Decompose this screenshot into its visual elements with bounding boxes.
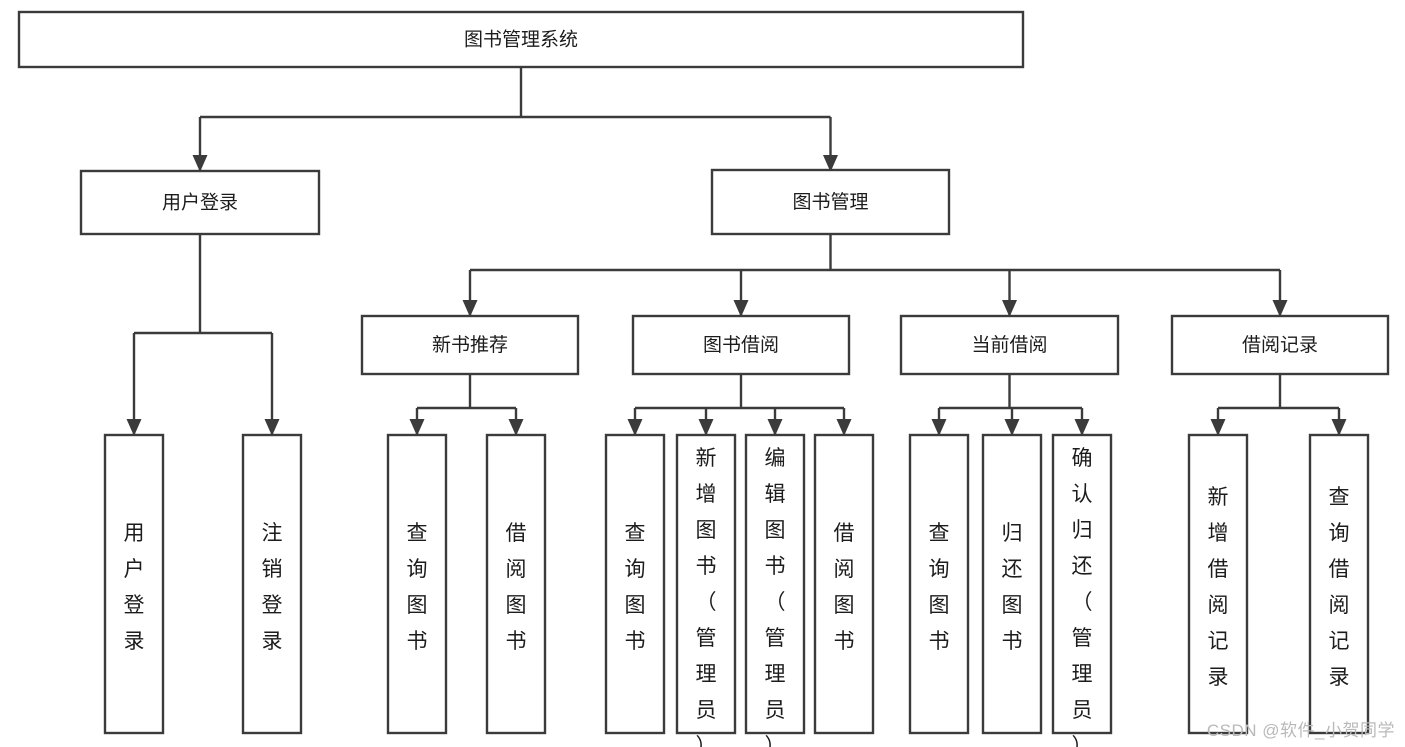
level2-node-0-label: 新书推荐 [432, 334, 508, 356]
level2-node-3[interactable]: 借阅记录 [1170, 314, 1390, 376]
level2-node-2-label: 当前借阅 [971, 334, 1047, 356]
leaf-node-8-box[interactable] [908, 433, 970, 735]
leaf-node-11-box[interactable] [1187, 433, 1249, 735]
leaf-node-6[interactable]: 编辑图书（管理员） [744, 433, 806, 747]
leaf-node-4[interactable]: 查询图书 [604, 433, 666, 735]
leaf-node-2[interactable]: 查询图书 [386, 433, 448, 735]
level2-node-2[interactable]: 当前借阅 [899, 314, 1120, 376]
leaf-node-1[interactable]: 注销登录 [241, 433, 303, 735]
leaf-node-10[interactable]: 确认归还（管理员） [1051, 433, 1113, 747]
level1-node-0-box[interactable] [79, 169, 321, 236]
level1-node-1-label: 图书管理 [792, 191, 868, 213]
leaf-node-3-label: 借阅图书 [506, 522, 527, 653]
leaf-node-4-label: 查询图书 [625, 522, 646, 653]
leaf-node-11-label: 新增借阅记录 [1208, 486, 1229, 689]
level2-node-0-box[interactable] [360, 314, 580, 376]
leaf-node-3-box[interactable] [485, 433, 547, 735]
root-node-book-management-system[interactable]: 图书管理系统 [17, 10, 1025, 69]
leaf-node-6-box[interactable] [744, 433, 806, 735]
leaf-node-9-label: 归还图书 [1002, 522, 1023, 653]
leaf-node-8[interactable]: 查询图书 [908, 433, 970, 735]
leaf-node-3[interactable]: 借阅图书 [485, 433, 547, 735]
root-node-book-management-system-label: 图书管理系统 [464, 29, 578, 51]
leaf-node-12-box[interactable] [1308, 433, 1370, 735]
leaf-node-2-label: 查询图书 [407, 522, 428, 653]
level2-node-1-box[interactable] [631, 314, 851, 376]
level2-node-3-box[interactable] [1170, 314, 1390, 376]
leaf-node-6-label: 编辑图书（管理员） [765, 447, 786, 747]
level2-node-0[interactable]: 新书推荐 [360, 314, 580, 376]
leaf-node-7[interactable]: 借阅图书 [813, 433, 875, 735]
leaf-node-1-label: 注销登录 [262, 522, 283, 653]
leaf-node-4-box[interactable] [604, 433, 666, 735]
connector-layer [126, 67, 1347, 436]
leaf-node-10-label: 确认归还（管理员） [1072, 447, 1093, 747]
leaf-node-2-box[interactable] [386, 433, 448, 735]
leaf-node-0-label: 用户登录 [124, 522, 145, 653]
leaf-node-1-box[interactable] [241, 433, 303, 735]
level1-node-0[interactable]: 用户登录 [79, 169, 321, 236]
level2-node-1-label: 图书借阅 [703, 334, 779, 356]
leaf-node-7-label: 借阅图书 [834, 522, 855, 653]
leaf-node-0-box[interactable] [103, 433, 165, 735]
leaf-node-5-box[interactable] [675, 433, 737, 735]
leaf-node-9[interactable]: 归还图书 [981, 433, 1043, 735]
level2-node-3-label: 借阅记录 [1242, 334, 1318, 356]
root-node-book-management-system-box[interactable] [17, 10, 1025, 69]
level1-node-1-box[interactable] [710, 168, 951, 236]
leaf-node-0[interactable]: 用户登录 [103, 433, 165, 735]
leaf-node-10-box[interactable] [1051, 433, 1113, 735]
leaf-node-12[interactable]: 查询借阅记录 [1308, 433, 1370, 735]
level1-node-0-label: 用户登录 [162, 192, 238, 214]
leaf-node-11[interactable]: 新增借阅记录 [1187, 433, 1249, 735]
leaf-node-9-box[interactable] [981, 433, 1043, 735]
level1-node-1[interactable]: 图书管理 [710, 168, 951, 236]
leaf-node-8-label: 查询图书 [929, 522, 950, 653]
level2-node-2-box[interactable] [899, 314, 1120, 376]
leaf-node-5-label: 新增图书（管理员） [696, 447, 717, 747]
node-layer: 图书管理系统用户登录图书管理新书推荐图书借阅当前借阅借阅记录用户登录注销登录查询… [17, 10, 1390, 747]
leaf-node-12-label: 查询借阅记录 [1329, 486, 1350, 689]
leaf-node-5[interactable]: 新增图书（管理员） [675, 433, 737, 747]
leaf-node-7-box[interactable] [813, 433, 875, 735]
level2-node-1[interactable]: 图书借阅 [631, 314, 851, 376]
